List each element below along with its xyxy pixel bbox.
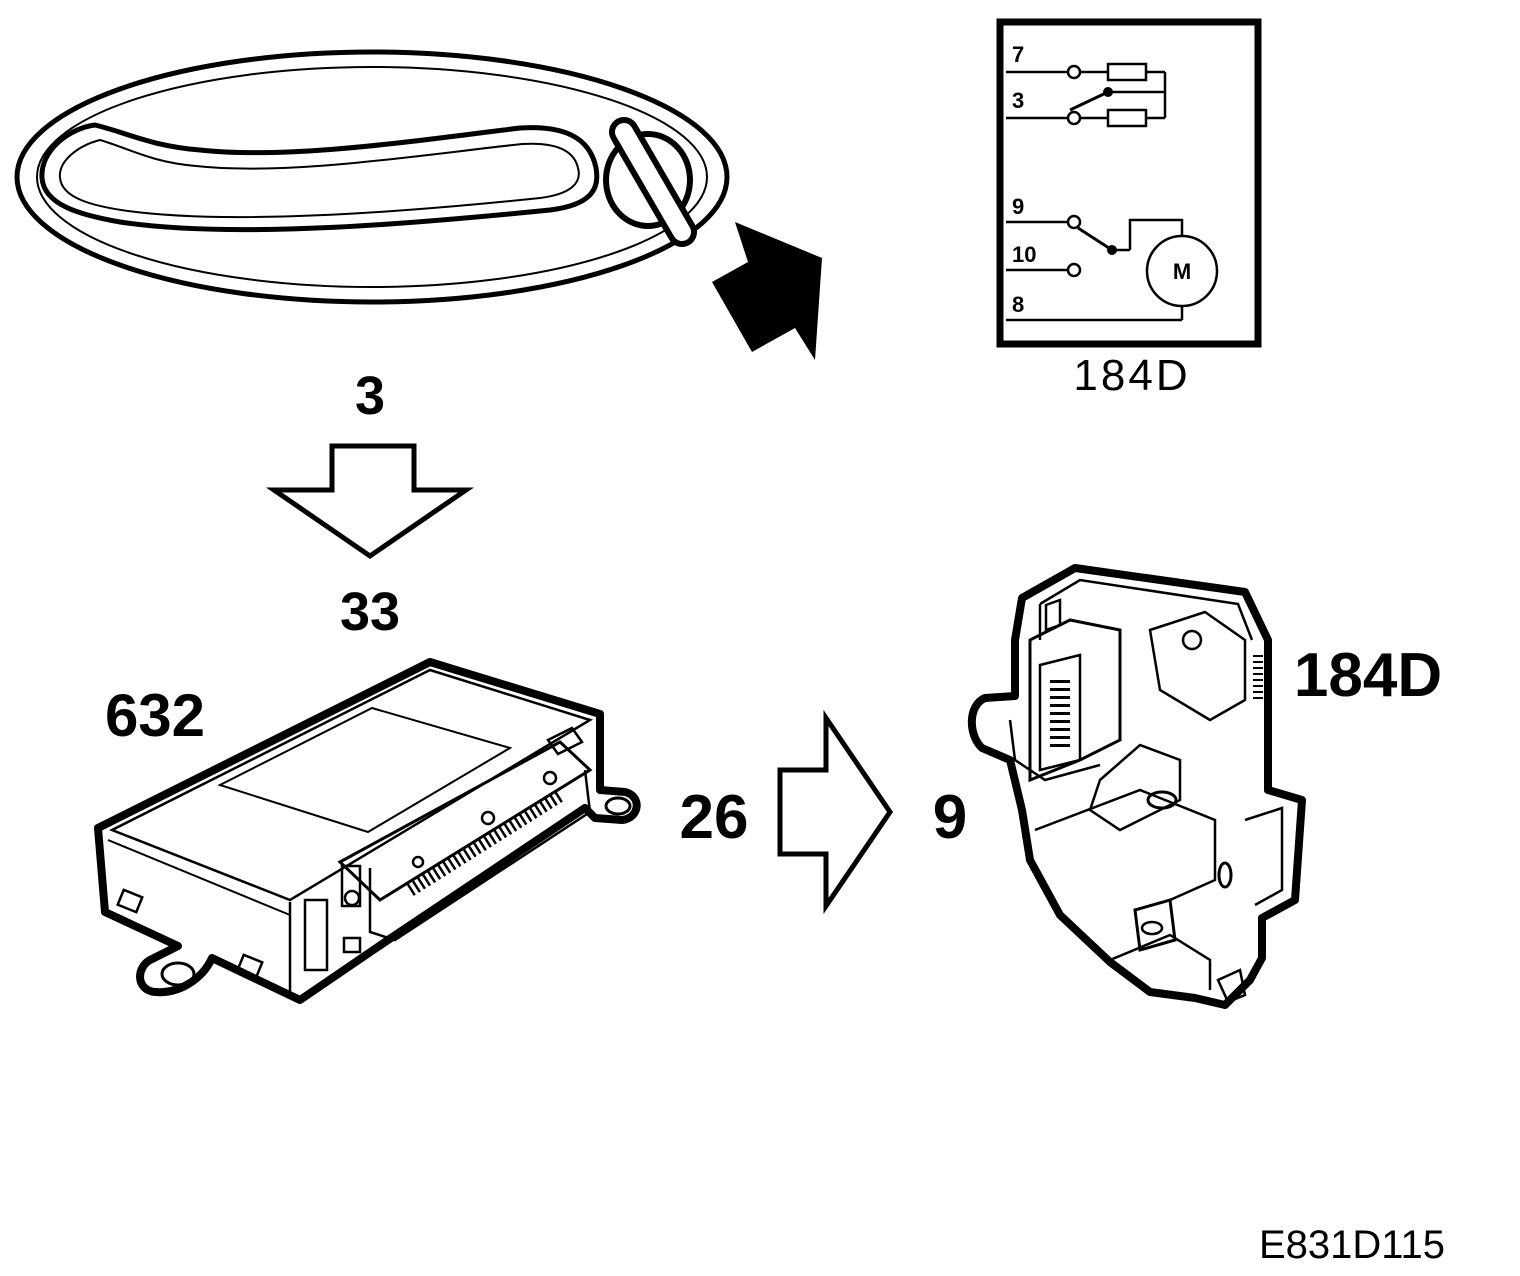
motor-icon: M — [1145, 234, 1219, 308]
handle-pin-label: 3 — [355, 366, 385, 426]
right-arrow-icon — [777, 709, 894, 915]
lock-input-pin-label: 9 — [933, 783, 967, 852]
schematic-184d: 7 3 9 10 8 — [996, 18, 1262, 400]
pin-label-10: 10 — [1012, 242, 1036, 267]
solid-pointer-arrow-icon — [712, 222, 822, 360]
control-module-632 — [94, 658, 641, 1004]
door-lock-184d — [967, 564, 1306, 1009]
lock-cylinder-icon — [603, 117, 697, 247]
pin-label-8: 8 — [1012, 292, 1024, 317]
pin-label-7: 7 — [1012, 42, 1024, 67]
resistor-lower-icon — [1106, 108, 1148, 128]
schematic-pin-labels: 7 3 9 10 8 — [1012, 42, 1036, 317]
module-input-pin-label: 33 — [340, 582, 400, 642]
resistor-upper-icon — [1106, 62, 1148, 82]
pin-label-9: 9 — [1012, 194, 1024, 219]
door-handle — [14, 49, 730, 305]
module-connector — [337, 726, 593, 954]
motor-symbol: M — [1173, 259, 1191, 284]
pin-label-3: 3 — [1012, 88, 1024, 113]
figure-code: E831D115 — [1259, 1223, 1445, 1267]
switch-upper — [1006, 62, 1167, 128]
schematic-title: 184D — [1073, 351, 1190, 400]
module-id-label: 632 — [105, 682, 205, 749]
module-output-pin-label: 26 — [680, 783, 749, 852]
switch-lower: M — [1006, 214, 1219, 322]
down-arrow-icon — [265, 443, 475, 560]
lock-id-label: 184D — [1294, 641, 1442, 710]
